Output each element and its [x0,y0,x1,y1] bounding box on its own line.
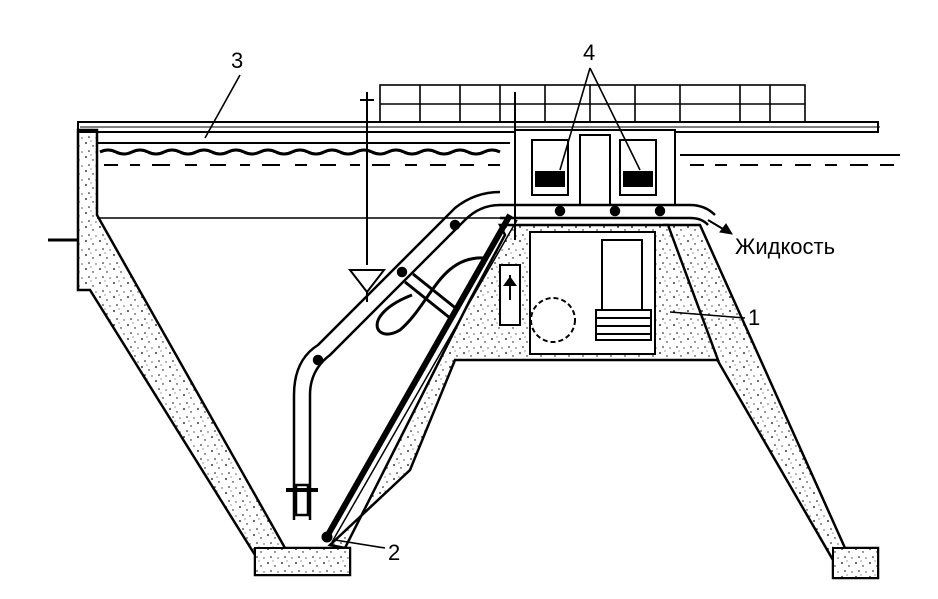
collection-boxes [514,129,676,206]
bridge-walkway [77,121,880,133]
scraper-rod [321,213,518,543]
discharge-pipe [500,92,716,240]
suspended-scraper [347,92,387,302]
suction-pipe [286,190,501,520]
pump-unit [499,239,652,343]
superstructure [379,84,806,123]
right-wall [663,223,880,580]
label-2: 2 [388,540,401,565]
water-surface [97,142,900,219]
leader-lines [204,67,746,549]
bottom-slab [254,547,351,576]
label-liquid: Жидкость [735,234,836,259]
label-4: 4 [583,40,596,65]
flexible-hose [375,256,486,336]
pipe-brace [404,272,459,320]
label-1: 1 [748,305,761,330]
label-3: 3 [231,48,244,73]
liquid-arrow [707,219,733,235]
bottom-slab-right [832,547,879,579]
tank-walls [76,128,880,580]
